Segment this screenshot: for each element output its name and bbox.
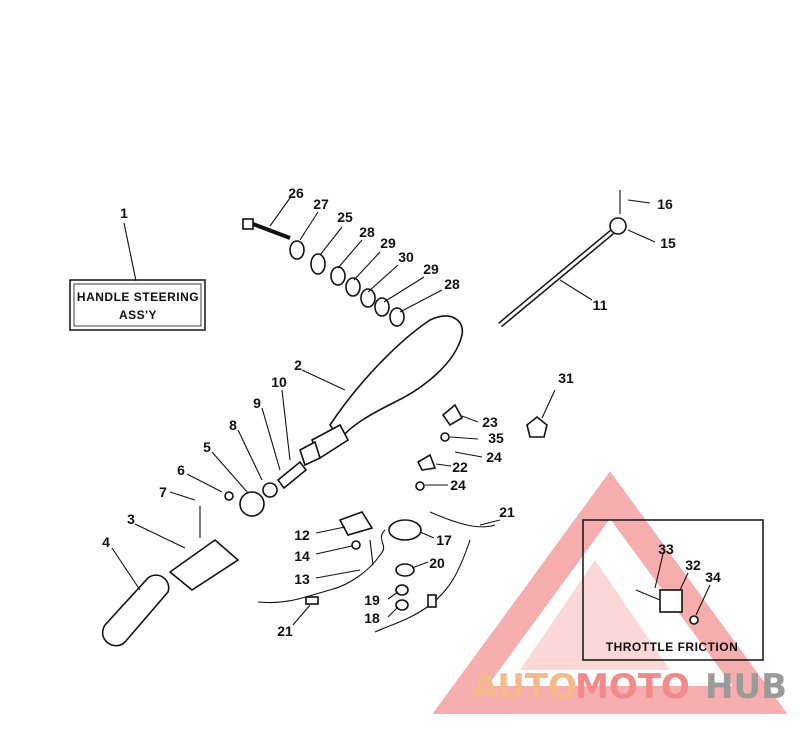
callout-12: 12	[294, 527, 310, 543]
handle-steering-line1: HANDLE STEERING	[77, 290, 199, 304]
callout-5: 5	[203, 439, 211, 455]
throttle-rod-part	[498, 229, 614, 328]
callout-28-lower: 28	[444, 276, 460, 292]
nut-31-part	[526, 415, 548, 438]
callout-35: 35	[488, 430, 504, 446]
grip-part	[102, 460, 308, 647]
callout-27: 27	[313, 196, 329, 212]
callout-31: 31	[558, 370, 574, 386]
callout-34: 34	[705, 569, 721, 585]
callout-4: 4	[102, 534, 110, 550]
bolt-stack-part	[242, 218, 405, 327]
callout-29-lower: 29	[423, 261, 439, 277]
handle-body-part	[299, 315, 464, 467]
friction-block-part	[659, 589, 683, 613]
callout-22: 22	[452, 459, 468, 475]
throttle-friction-box: THROTTLE FRICTION	[582, 519, 764, 661]
watermark-logo	[432, 471, 788, 714]
callout-15: 15	[660, 235, 676, 251]
handle-steering-line2: ASS'Y	[119, 308, 157, 322]
leader-lines	[111, 197, 711, 626]
callout-7: 7	[159, 484, 167, 500]
callout-23: 23	[482, 414, 498, 430]
callout-labels: 1 2 3 4 5 6 7 8 9 10 11 12 13 14 15 16 1…	[102, 185, 721, 639]
callout-11: 11	[593, 297, 608, 313]
callout-1: 1	[120, 205, 128, 221]
watermark-hub: HUB	[705, 667, 787, 707]
callout-14: 14	[294, 548, 310, 564]
watermark-text: AUTO MOTO HUB	[472, 667, 787, 707]
callout-26: 26	[288, 185, 304, 201]
callout-33: 33	[658, 541, 674, 557]
callout-18: 18	[364, 610, 380, 626]
callout-21-upper: 21	[499, 504, 515, 520]
callout-8: 8	[229, 417, 237, 433]
callout-13: 13	[294, 571, 310, 587]
callout-3: 3	[127, 511, 135, 527]
rod-knob-part	[609, 217, 627, 235]
callout-10: 10	[271, 374, 287, 390]
handle-steering-label-box: HANDLE STEERING ASS'Y	[69, 279, 206, 331]
callout-17: 17	[436, 532, 452, 548]
callout-21-lower: 21	[277, 623, 293, 639]
callout-30: 30	[398, 249, 414, 265]
callout-28-upper: 28	[359, 224, 375, 240]
friction-nut-part	[689, 615, 699, 625]
callout-24-upper: 24	[486, 449, 502, 465]
throttle-friction-label: THROTTLE FRICTION	[606, 640, 738, 654]
callout-25: 25	[337, 209, 353, 225]
callout-32: 32	[685, 557, 701, 573]
callout-29-upper: 29	[380, 235, 396, 251]
watermark-moto: MOTO	[575, 667, 690, 707]
callout-9: 9	[253, 395, 261, 411]
lower-parts-group	[257, 403, 496, 633]
callout-20: 20	[429, 555, 445, 571]
callout-2: 2	[294, 357, 302, 373]
callout-16: 16	[657, 196, 673, 212]
watermark-auto: AUTO	[472, 667, 577, 707]
callout-19: 19	[364, 592, 380, 608]
callout-24-lower: 24	[450, 477, 466, 493]
callout-6: 6	[177, 462, 185, 478]
